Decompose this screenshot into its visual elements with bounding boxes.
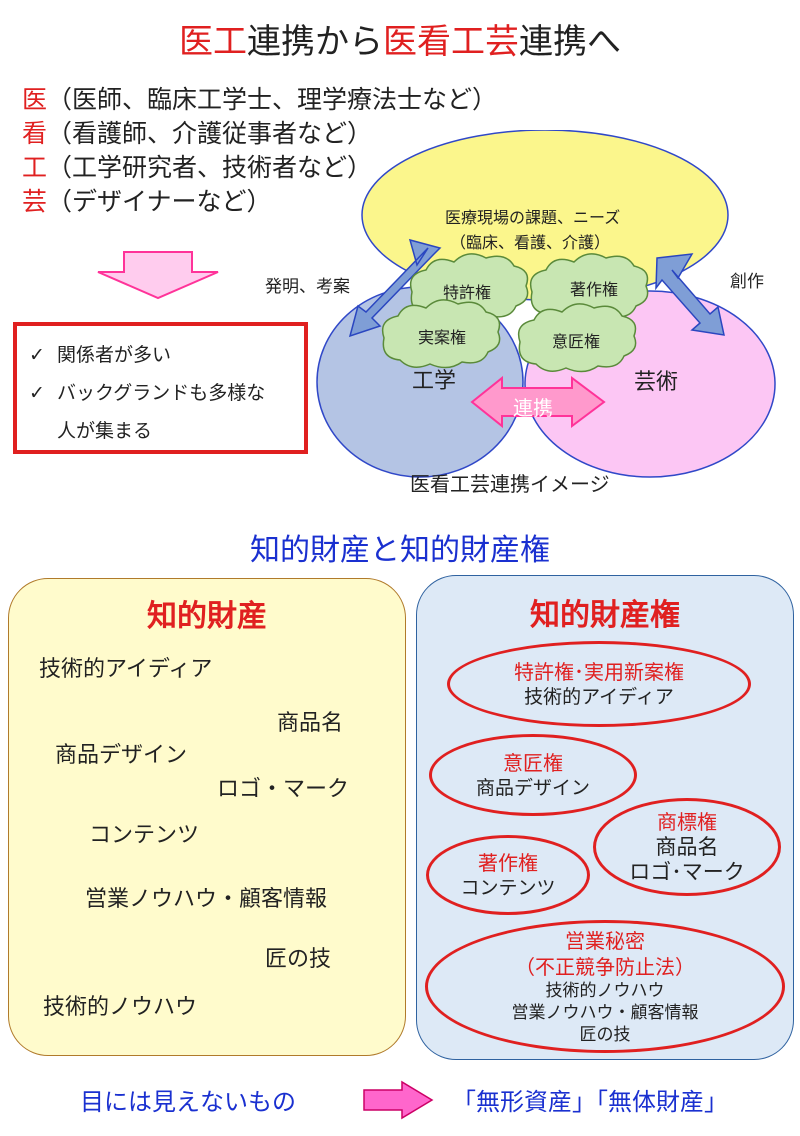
right-arrow-icon bbox=[363, 1080, 434, 1120]
venn-top-line1: 医療現場の課題、ニーズ bbox=[445, 208, 621, 227]
ip-rights-box: 知的財産権 特許権･実用新案権 技術的アイディア 意匠権 商品デザイン 商標権 … bbox=[416, 575, 794, 1060]
ip-item: 技術的ノウハウ bbox=[43, 995, 198, 1020]
role-line-nursing: 看（看護師、介護従事者など） bbox=[22, 114, 372, 150]
section-title-ip: 知的財産と知的財産権 bbox=[250, 533, 550, 568]
left-arrow-label: 発明、考案 bbox=[265, 277, 350, 297]
check-icon: ✓ bbox=[29, 344, 45, 366]
right-subject: 技術的ノウハウ bbox=[545, 980, 665, 1001]
right-ellipse-patent: 特許権･実用新案権 技術的アイディア bbox=[447, 641, 751, 727]
right-diagonal-arrow-icon bbox=[655, 253, 725, 336]
left-diagonal-arrow-icon bbox=[348, 238, 442, 338]
cloud-utility bbox=[381, 299, 501, 369]
role-key: 医 bbox=[22, 85, 48, 114]
checklist-item: ✓ バックグランドも多様な bbox=[29, 378, 265, 405]
role-key: 芸 bbox=[22, 187, 48, 216]
checklist-item: ✓ 関係者が多い bbox=[29, 340, 171, 367]
ip-rights-box-heading: 知的財産権 bbox=[530, 598, 680, 633]
cloud-label-patent: 特許権 bbox=[443, 283, 492, 302]
right-subject: ロゴ･マーク bbox=[629, 860, 745, 884]
checklist-box: ✓ 関係者が多い ✓ バックグランドも多様な 人が集まる bbox=[13, 322, 308, 454]
cloud-design bbox=[517, 303, 637, 373]
checklist-text: 関係者が多い bbox=[57, 344, 172, 366]
venn-caption: 医看工芸連携イメージ bbox=[410, 472, 610, 496]
title-part-medical-engineering: 医工 bbox=[179, 22, 247, 62]
right-name: 商標権 bbox=[657, 810, 717, 834]
role-desc: （医師、臨床工学士、理学療法士など） bbox=[47, 85, 498, 114]
ip-box: 知的財産 技術的アイディア 商品名 商品デザイン ロゴ・マーク コンテンツ 営業… bbox=[8, 578, 406, 1056]
title-part-from: 連携から bbox=[247, 22, 383, 62]
down-arrow-icon bbox=[97, 251, 219, 300]
ip-item: 技術的アイディア bbox=[39, 657, 213, 682]
checklist-text: バックグランドも多様な bbox=[57, 382, 266, 404]
ip-box-heading: 知的財産 bbox=[147, 599, 267, 634]
right-name: 営業秘密 bbox=[565, 928, 645, 953]
right-name-law: （不正競争防止法） bbox=[515, 954, 695, 979]
footer-intangible-assets: 「無形資産」「無体財産」 bbox=[452, 1088, 728, 1116]
right-ellipse-trademark: 商標権 商品名 ロゴ･マーク bbox=[593, 798, 781, 896]
page-title: 医工連携から医看工芸連携へ bbox=[0, 14, 800, 63]
ip-item: 商品デザイン bbox=[55, 743, 188, 768]
right-subject: コンテンツ bbox=[460, 876, 556, 899]
ip-item: コンテンツ bbox=[89, 823, 200, 848]
right-subject: 商品名 bbox=[655, 835, 719, 859]
check-icon: ✓ bbox=[29, 382, 45, 404]
cloud-label-utility: 実案権 bbox=[418, 328, 467, 347]
role-line-art: 芸（デザイナーなど） bbox=[22, 182, 272, 218]
venn-top-line2: （臨床、看護、介護） bbox=[450, 233, 611, 252]
center-double-arrow-icon bbox=[470, 375, 606, 429]
right-arrow-label: 創作 bbox=[730, 272, 764, 292]
ip-item: ロゴ・マーク bbox=[217, 777, 350, 802]
role-desc: （工学研究者、技術者など） bbox=[47, 153, 373, 182]
center-arrow-label: 連携 bbox=[513, 396, 553, 420]
checklist-text-continued: 人が集まる bbox=[57, 420, 153, 442]
venn-right-label: 芸術 bbox=[634, 370, 679, 395]
venn-left-label: 工学 bbox=[412, 369, 457, 394]
role-key: 工 bbox=[22, 153, 48, 182]
right-name: 特許権･実用新案権 bbox=[514, 659, 684, 684]
right-subject: 商品デザイン bbox=[475, 776, 590, 799]
right-ellipse-trade-secret: 営業秘密 （不正競争防止法） 技術的ノウハウ 営業ノウハウ・顧客情報 匠の技 bbox=[425, 920, 785, 1053]
title-part-to: 連携へ bbox=[519, 22, 621, 62]
cloud-label-copyright: 著作権 bbox=[570, 280, 619, 299]
role-line-engineering: 工（工学研究者、技術者など） bbox=[22, 148, 372, 184]
role-desc: （看護師、介護従事者など） bbox=[47, 119, 373, 148]
right-name: 意匠権 bbox=[503, 750, 563, 775]
role-desc: （デザイナーなど） bbox=[47, 187, 272, 216]
role-line-medicine: 医（医師、臨床工学士、理学療法士など） bbox=[22, 80, 497, 116]
ip-item: 匠の技 bbox=[265, 947, 332, 972]
right-subject: 営業ノウハウ・顧客情報 bbox=[511, 1002, 699, 1023]
footer-invisible-things: 目には見えないもの bbox=[80, 1088, 296, 1116]
ip-item: 商品名 bbox=[277, 711, 344, 736]
cloud-label-design: 意匠権 bbox=[552, 332, 601, 351]
role-key: 看 bbox=[22, 119, 48, 148]
title-part-four-fields: 医看工芸 bbox=[383, 22, 519, 62]
right-subject: 技術的アイディア bbox=[524, 685, 674, 708]
venn-diagram: 医療現場の課題、ニーズ （臨床、看護、介護） 特許権 著作権 実案権 意匠権 工… bbox=[300, 130, 800, 510]
right-subject: 匠の技 bbox=[579, 1024, 631, 1045]
right-ellipse-design: 意匠権 商品デザイン bbox=[429, 734, 637, 816]
ip-item: 営業ノウハウ・顧客情報 bbox=[85, 887, 328, 912]
right-name: 著作権 bbox=[478, 850, 538, 875]
right-ellipse-copyright: 著作権 コンテンツ bbox=[426, 835, 590, 915]
